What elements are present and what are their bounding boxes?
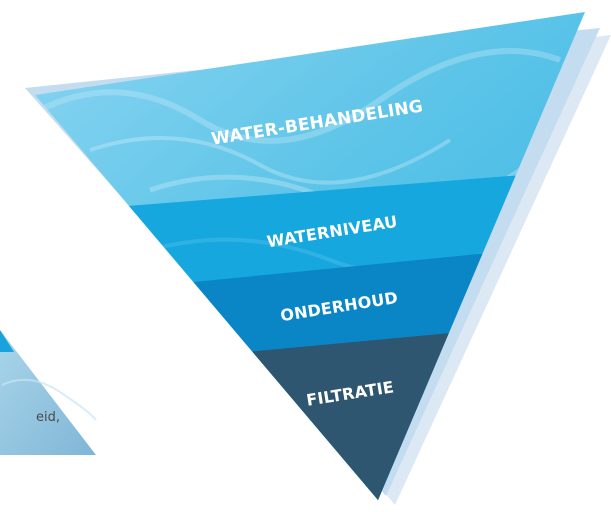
left-panel-shape: [0, 330, 96, 455]
left-panel-accent: [0, 330, 14, 352]
side-panel-text: eid,: [36, 410, 60, 425]
water-texture-wave-1: [38, 48, 562, 144]
left-panel-wave: [1, 378, 97, 421]
left-side-panel: [0, 330, 97, 455]
water-texture-wave-2: [89, 136, 452, 185]
